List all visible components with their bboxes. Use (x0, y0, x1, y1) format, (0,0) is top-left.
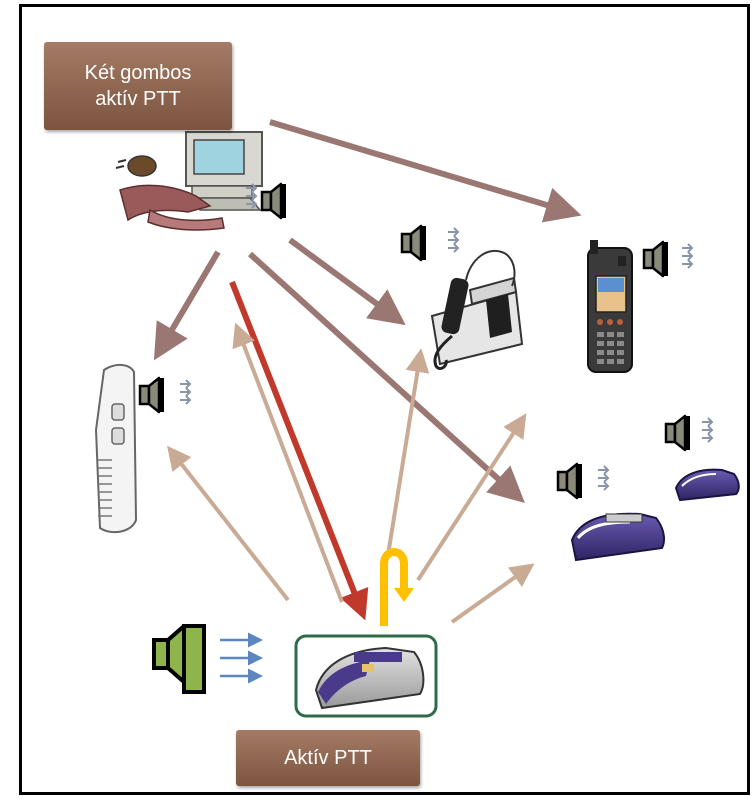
two-button-active-ptt-label: Két gombos aktív PTT (44, 42, 232, 130)
arrow-train-to-train-group (450, 563, 535, 624)
arrow-dispatcher-to-active-train (229, 280, 369, 621)
arrow-dispatcher-to-train-group (247, 251, 525, 504)
arrow-train-to-dispatcher (232, 322, 344, 603)
ptt-speaker-icon (664, 414, 713, 452)
arrow-dispatcher-to-deskphone (288, 237, 406, 326)
train-icon (314, 646, 425, 710)
label-text: Aktív PTT (284, 747, 372, 769)
ptt-speaker-icon (400, 224, 459, 262)
arrow-dispatcher-to-handheld (269, 119, 582, 223)
arrow-dispatcher-to-portable (153, 250, 221, 361)
desk-phone-icon (430, 249, 524, 370)
wave-arrows-icon (220, 632, 263, 684)
portable-radio-icon (94, 364, 138, 534)
active-ptt-speaker-icon (152, 624, 206, 694)
u-turn-arrow-icon (380, 548, 414, 626)
train-icon (674, 468, 740, 502)
ptt-speaker-icon (138, 376, 191, 414)
active-ptt-label: Aktív PTT (236, 730, 420, 786)
ptt-speaker-icon (556, 462, 609, 500)
arrow-train-to-portable (167, 445, 290, 602)
ptt-speaker-icon (642, 240, 693, 278)
arrow-train-to-deskphone (386, 348, 430, 556)
label-line-1: Két gombos (84, 62, 192, 84)
label-line-2: aktív PTT (95, 88, 181, 110)
dispatcher-workstation-icon (115, 131, 263, 231)
train-icon (570, 512, 665, 562)
arrow-train-to-handheld (416, 413, 527, 582)
handheld-radio-icon (587, 240, 633, 373)
